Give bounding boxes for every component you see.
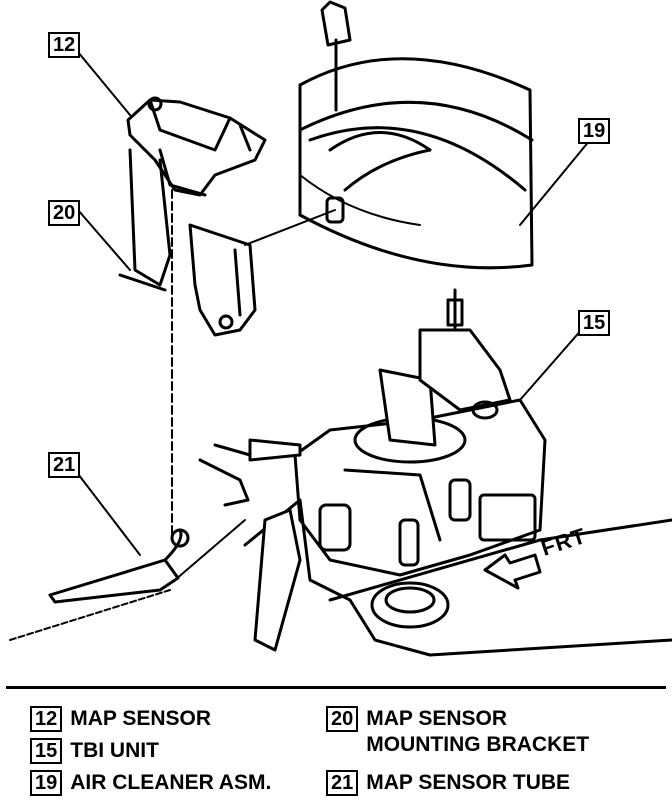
callout-15: 15 [578, 310, 611, 336]
legend-label: TBI UNIT [70, 739, 159, 762]
legend-number: 20 [326, 706, 359, 732]
intake-manifold-drawing [9, 498, 672, 657]
legend-item-12: 12 MAP SENSOR [30, 706, 211, 732]
legend-label: MAP SENSOR MOUNTING BRACKET [366, 707, 590, 756]
legend-divider [6, 686, 666, 689]
legend-item-21: 21 MAP SENSOR TUBE [326, 770, 570, 796]
legend-label: AIR CLEANER ASM. [70, 771, 272, 794]
callout-19: 19 [578, 118, 611, 144]
legend-item-15: 15 TBI UNIT [30, 738, 159, 764]
callout-21: 21 [48, 452, 81, 478]
map-sensor-drawing [126, 96, 267, 197]
air-cleaner-drawing [298, 0, 534, 270]
legend-number: 12 [30, 706, 63, 732]
exploded-diagram [9, 0, 672, 657]
mounting-bracket-drawing [118, 148, 336, 337]
legend-number: 21 [326, 770, 359, 796]
callout-12: 12 [48, 32, 81, 58]
legend-item-19: 19 AIR CLEANER ASM. [30, 770, 271, 796]
map-sensor-tube-drawing [48, 519, 246, 604]
callout-20: 20 [48, 200, 81, 226]
legend-number: 19 [30, 770, 63, 796]
legend-label: MAP SENSOR [70, 707, 212, 730]
legend-item-20: 20 MAP SENSOR MOUNTING BRACKET [326, 706, 589, 758]
legend-number: 15 [30, 738, 63, 764]
front-arrow-icon [483, 553, 542, 590]
tbi-unit-drawing [198, 288, 547, 577]
legend-label: MAP SENSOR TUBE [366, 771, 571, 794]
